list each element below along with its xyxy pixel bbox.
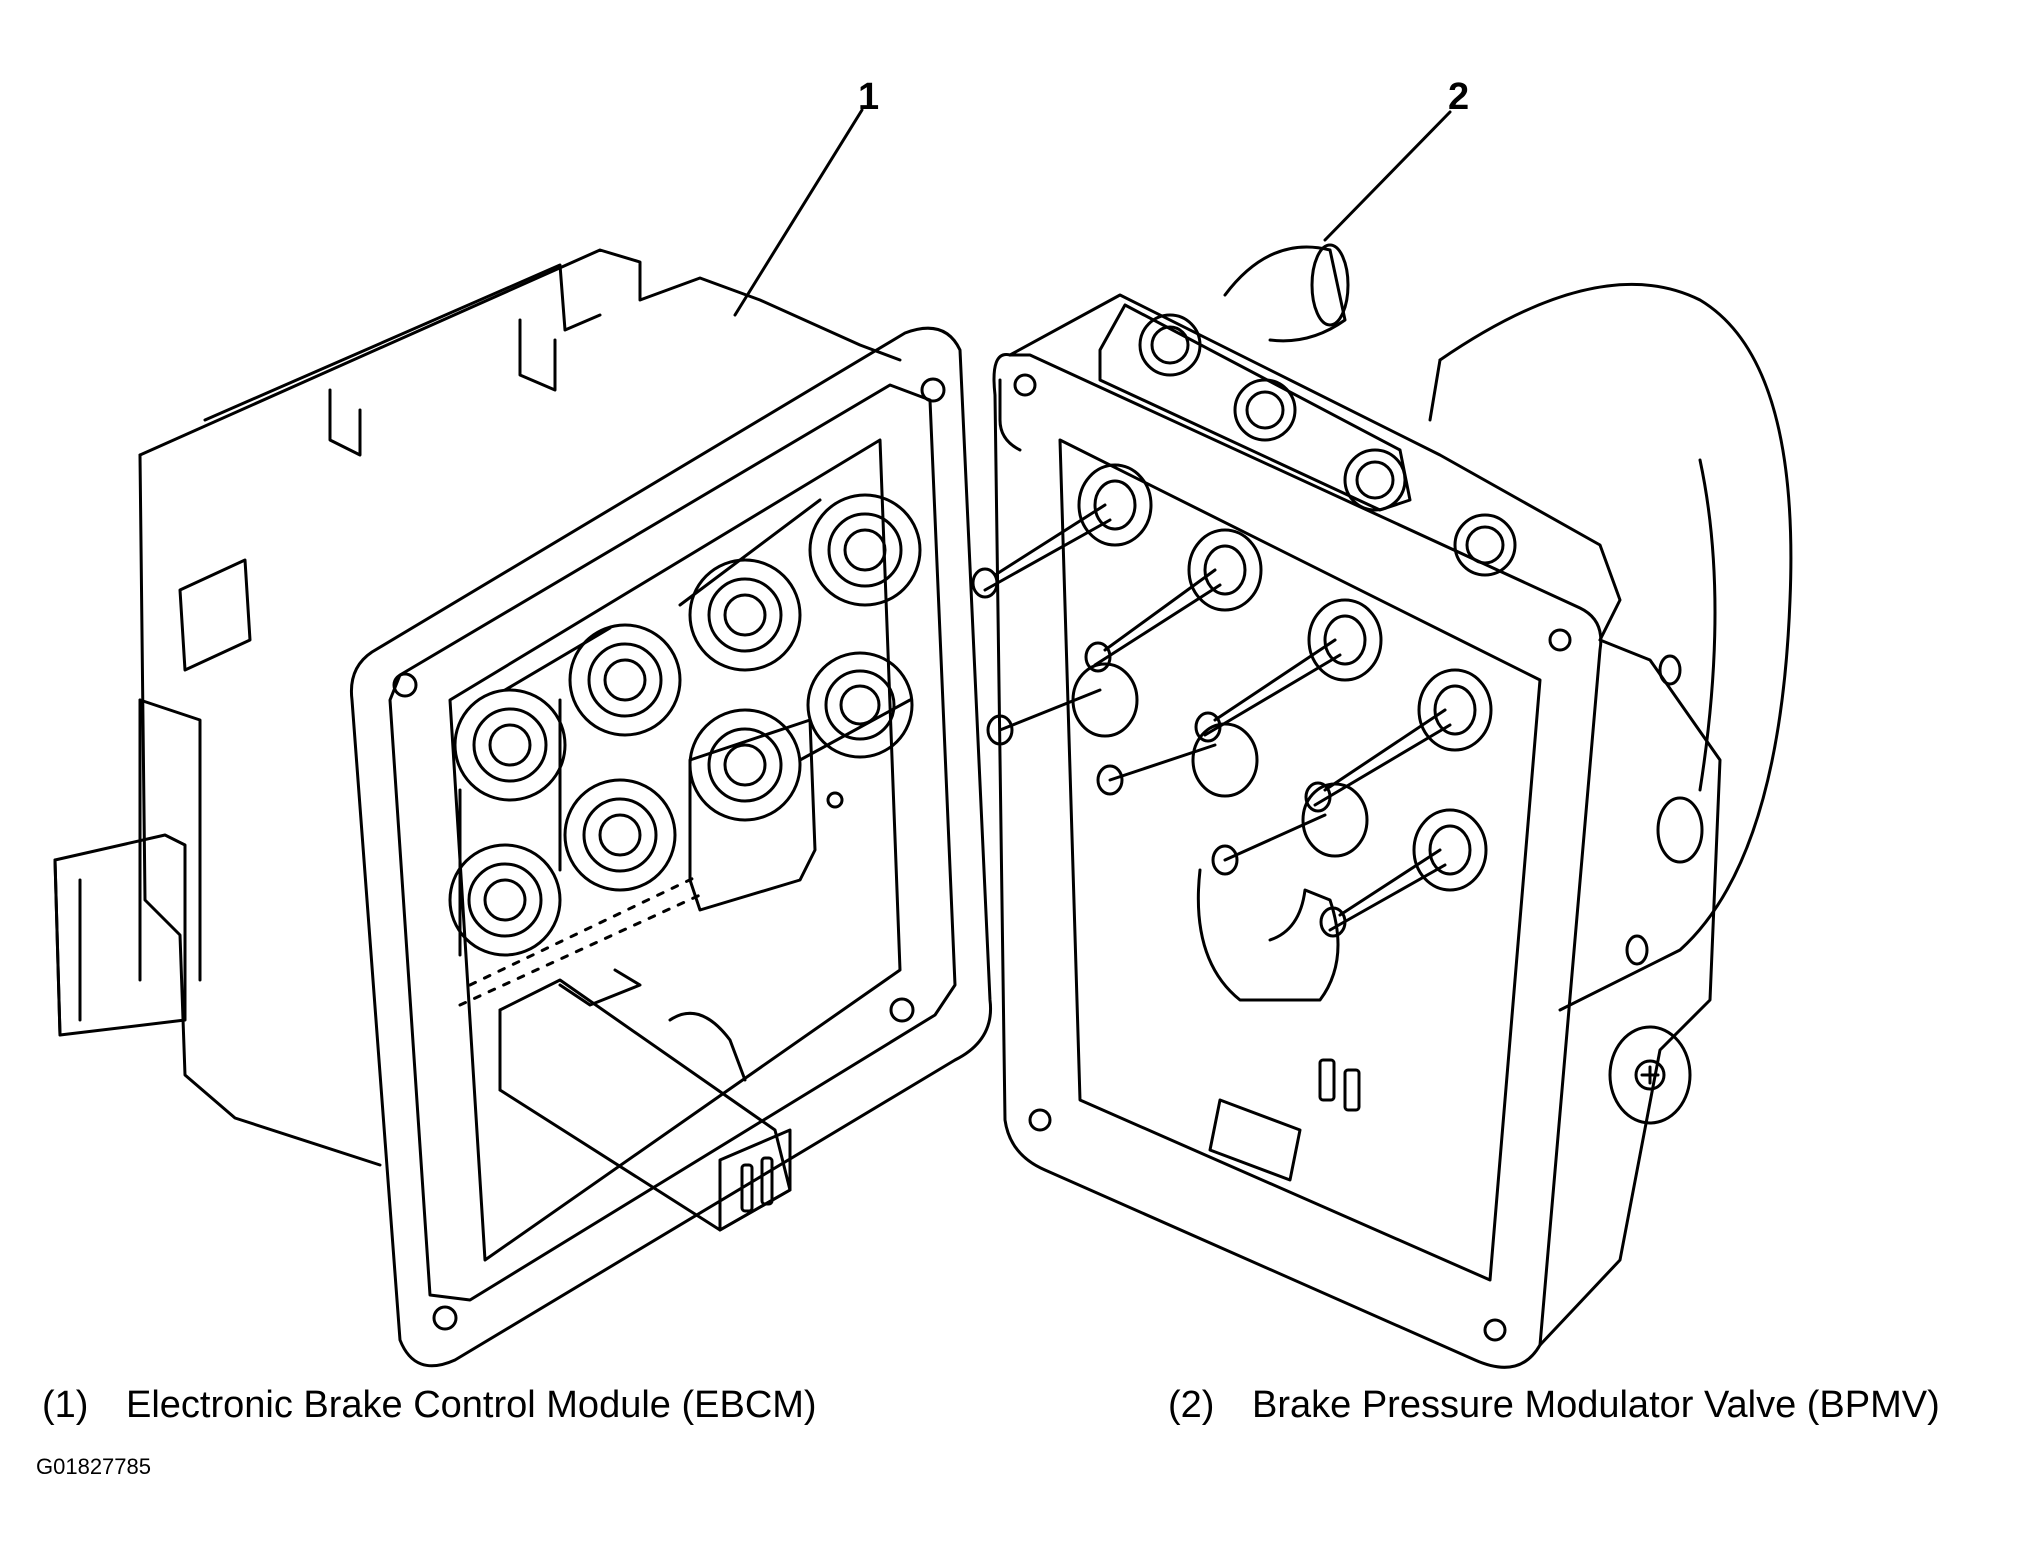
legend-text: Brake Pressure Modulator Valve (BPMV) (1252, 1384, 1940, 1426)
legend-item-bpmv: (2) Brake Pressure Modulator Valve (BPMV) (1168, 1386, 1940, 1424)
legend-number: (1) (42, 1384, 89, 1426)
legend-text: Electronic Brake Control Module (EBCM) (126, 1384, 817, 1426)
legend-item-ebcm: (1) Electronic Brake Control Module (EBCM… (42, 1386, 817, 1424)
legend-number: (2) (1168, 1384, 1215, 1426)
figure-id: G01827785 (36, 1454, 151, 1479)
bpmv-valve (971, 243, 1793, 1369)
ebcm-module (53, 248, 993, 1368)
leader-line-1 (733, 108, 864, 317)
callout-1: 1 (858, 76, 880, 118)
leader-line-2 (1323, 110, 1452, 242)
callout-2: 2 (1448, 76, 1470, 118)
